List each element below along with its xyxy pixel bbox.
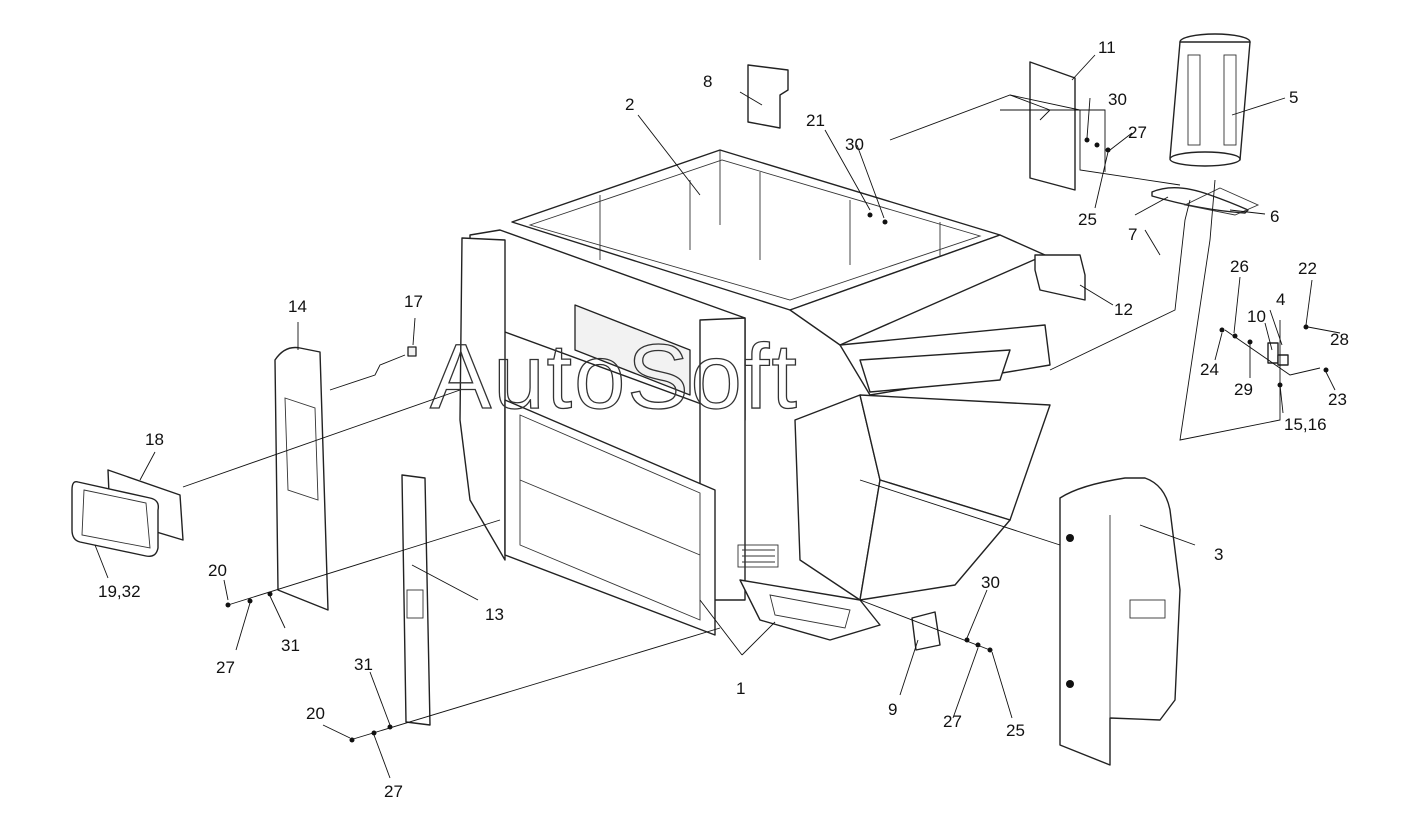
callout-10: 10 [1247,307,1266,326]
callout-31-left: 31 [281,636,300,655]
part-5-cylinder [1169,33,1251,167]
callout-30-upper-right: 30 [1108,90,1127,109]
part-3-side-cover [1059,477,1181,766]
part-17-knob [407,346,417,357]
callout-25-lower: 25 [1006,721,1025,740]
callout-9: 9 [888,700,897,719]
callout-leaders [94,54,1341,779]
part-13-strip [401,474,431,726]
callout-31-bottom: 31 [354,655,373,674]
callout-25-upper: 25 [1078,210,1097,229]
part-9-frame [911,611,941,651]
callout-20-lower: 20 [306,704,325,723]
callout-3: 3 [1214,545,1223,564]
part-11-panel [1029,61,1076,191]
callout-20-upper: 20 [208,561,227,580]
callout-6: 6 [1270,207,1279,226]
callout-30-lower-right: 30 [981,573,1000,592]
callout-26: 26 [1230,257,1249,276]
fastener-dots [225,137,1329,743]
callout-23: 23 [1328,390,1347,409]
callout-28: 28 [1330,330,1349,349]
assembly-lines [182,94,1321,741]
callout-30-center: 30 [845,135,864,154]
callout-19-32: 19,32 [98,582,141,601]
callout-2: 2 [625,95,634,114]
callout-13: 13 [485,605,504,624]
part-14-side-panel [274,346,329,611]
callout-4: 4 [1276,290,1285,309]
callout-21: 21 [806,111,825,130]
callout-29: 29 [1234,380,1253,399]
callout-8: 8 [703,72,712,91]
callout-1: 1 [736,679,745,698]
part-12-bracket [1034,254,1086,301]
part-8-plate [747,64,789,129]
callout-15-16: 15,16 [1284,415,1327,434]
callout-22: 22 [1298,259,1317,278]
callout-11: 11 [1098,38,1116,57]
callout-27-lower-right: 27 [943,712,962,731]
callout-27-bottom: 27 [384,782,403,801]
part-6-7-ring [1151,187,1260,216]
main-frame [459,149,1051,641]
callout-18: 18 [145,430,164,449]
part-18-19-windows [71,469,184,558]
callout-12: 12 [1114,300,1133,319]
callout-24: 24 [1200,360,1219,379]
callout-5: 5 [1289,88,1298,107]
callout-27-left: 27 [216,658,235,677]
callout-14: 14 [288,297,307,316]
watermark: AutoSoft [429,325,799,428]
watermark-text: AutoSoft [430,326,799,428]
callout-7: 7 [1128,225,1137,244]
callout-labels: 1 2 3 4 5 6 7 8 9 10 11 12 13 14 15,16 1… [98,38,1349,801]
callout-27-upper-right: 27 [1128,123,1147,142]
callout-17: 17 [404,292,423,311]
